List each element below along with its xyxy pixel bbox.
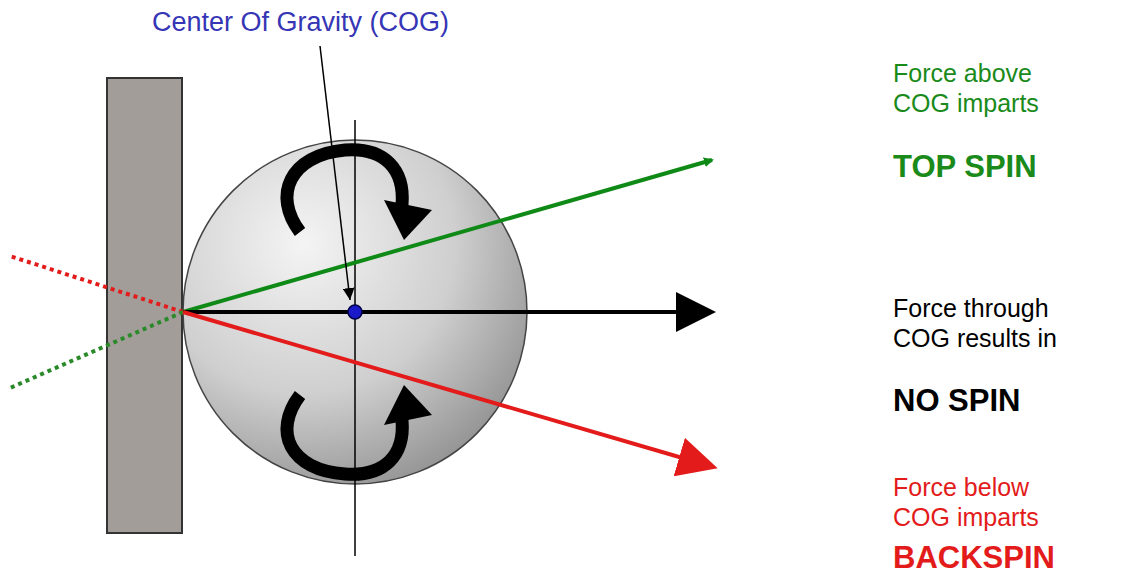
nospin-note: Force through COG results in — [893, 293, 1098, 353]
green-extension — [10, 312, 183, 388]
backspin-force-arrow — [183, 312, 710, 466]
cog-dot — [348, 305, 362, 319]
topspin-force-arrow — [183, 160, 712, 312]
backspin-rotation-arrow — [287, 385, 432, 474]
wall — [107, 78, 182, 533]
cog-label: Center Of Gravity (COG) — [152, 6, 449, 38]
topspin-note: Force above COG imparts — [893, 58, 1068, 118]
nospin-title: NO SPIN — [893, 382, 1020, 419]
topspin-rotation-arrow — [287, 150, 432, 240]
backspin-title: BACKSPIN — [893, 539, 1055, 576]
topspin-title: TOP SPIN — [893, 148, 1037, 185]
backspin-note: Force below COG imparts — [893, 472, 1068, 532]
center-force-arrow — [183, 310, 708, 314]
red-extension — [10, 256, 183, 312]
cog-leader-line — [320, 46, 350, 300]
vertical-axis — [354, 120, 356, 556]
